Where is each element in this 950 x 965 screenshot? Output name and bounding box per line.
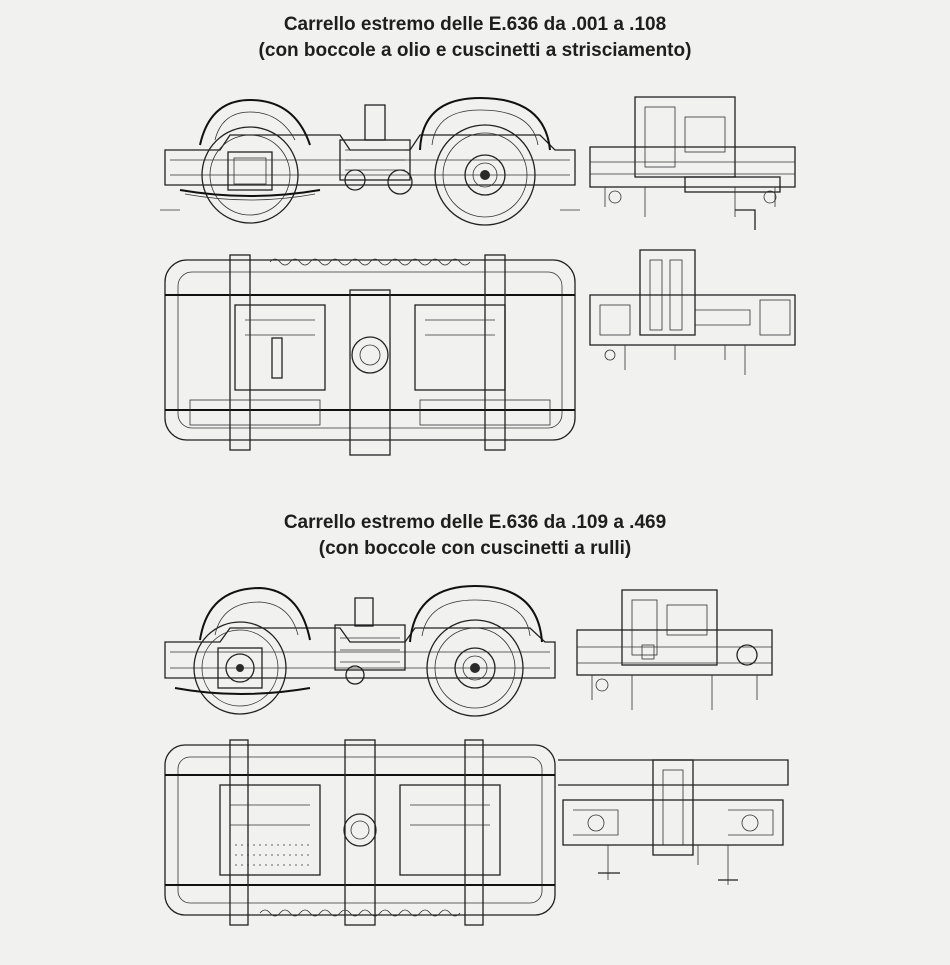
section1-title-line1: Carrello estremo delle E.636 da .001 a .… bbox=[283, 14, 667, 35]
section2-title-line1: Carrello estremo delle E.636 da .109 a .… bbox=[283, 512, 667, 533]
bogie1-side-elevation bbox=[160, 96, 580, 226]
section1-title: Carrello estremo delle E.636 da .001 a .… bbox=[0, 12, 950, 64]
section2-title-line2: (con boccole con cuscinetti a rulli) bbox=[318, 538, 632, 559]
bogie1-end-view bbox=[589, 96, 796, 230]
bogie2-plan-view bbox=[164, 739, 556, 926]
section1-title-line2: (con boccole a olio e cuscinetti a stris… bbox=[258, 40, 692, 61]
bogie2-end-section bbox=[558, 759, 789, 885]
bogie1-end-section bbox=[589, 249, 796, 375]
bogie2-side-elevation bbox=[164, 584, 556, 717]
section2-title: Carrello estremo delle E.636 da .109 a .… bbox=[0, 510, 950, 562]
bogie2-end-view bbox=[576, 589, 773, 710]
bogie1-plan-view bbox=[164, 254, 576, 456]
